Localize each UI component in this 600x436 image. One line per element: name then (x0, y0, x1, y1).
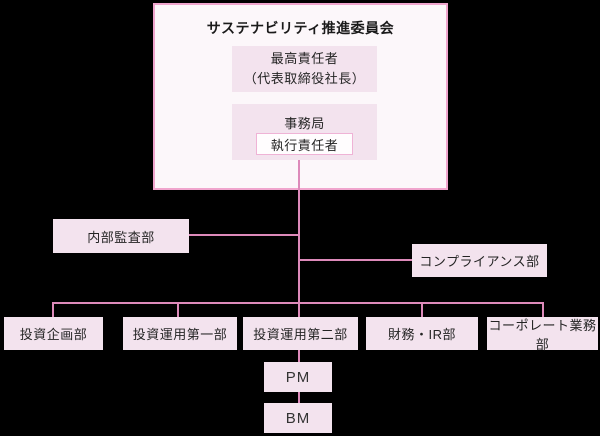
connector-stub-corporate-services (542, 302, 544, 318)
bm-box: BM (264, 403, 332, 433)
pm-label: PM (285, 368, 311, 386)
connector-bm (298, 392, 300, 403)
committee-title: サステナビリティ推進委員会 (206, 20, 395, 36)
finance-ir-box: 財務・IR部 (366, 317, 478, 350)
investment-management-2-label: 投資運用第二部 (253, 327, 348, 342)
connector-vertical-main (298, 160, 300, 318)
corporate-services-box: コーポレート業務部 (487, 317, 598, 352)
investment-planning-box: 投資企画部 (4, 317, 103, 350)
pm-box: PM (264, 362, 332, 392)
secretariat-label: 事務局 (284, 116, 325, 131)
chief-executive-label-line2: （代表取締役社長） (243, 71, 366, 86)
investment-management-1-label: 投資運用第一部 (132, 327, 228, 342)
internal-audit-label: 内部監査部 (87, 229, 155, 245)
connector-stub-finance-ir (421, 302, 423, 318)
committee-panel: サステナビリティ推進委員会 (153, 3, 448, 190)
connector-horizontal-distribution (52, 302, 544, 304)
investment-planning-label: 投資企画部 (19, 327, 88, 342)
connector-stub-investment-planning (52, 302, 54, 318)
connector-horizontal-internal-audit (188, 234, 300, 236)
compliance-box: コンプライアンス部 (412, 244, 547, 277)
finance-ir-label: 財務・IR部 (387, 327, 456, 342)
connector-stub-investment-mgmt-1 (177, 302, 179, 318)
secretariat-box: 事務局 執行責任者 (232, 104, 377, 160)
bm-label: BM (285, 409, 311, 427)
internal-audit-box: 内部監査部 (53, 219, 189, 253)
corporate-services-label: コーポレート業務部 (488, 317, 597, 352)
connector-horizontal-compliance (299, 259, 413, 261)
compliance-label: コンプライアンス部 (419, 254, 540, 269)
executive-officer-box: 執行責任者 (256, 133, 353, 155)
investment-management-1-box: 投資運用第一部 (123, 317, 237, 350)
connector-pm (298, 350, 300, 362)
investment-management-2-box: 投資運用第二部 (243, 317, 358, 350)
chief-executive-label-line1: 最高責任者 (270, 51, 339, 66)
chief-executive-box: 最高責任者 （代表取締役社長） (232, 46, 377, 92)
executive-officer-label: 執行責任者 (270, 137, 339, 153)
